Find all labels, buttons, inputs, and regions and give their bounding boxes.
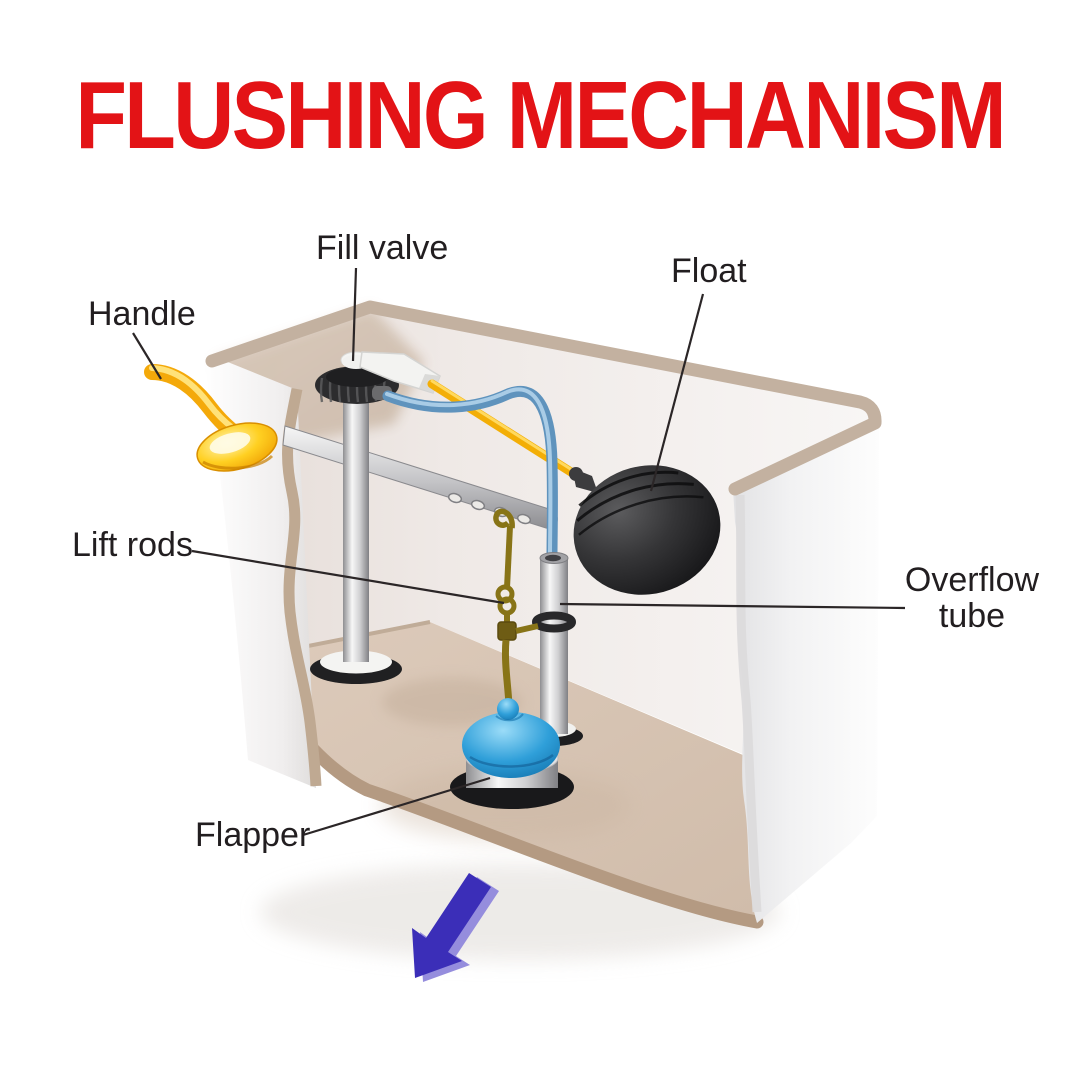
lift-rods-part: [493, 508, 539, 706]
float-ball: [573, 465, 721, 595]
page-title-text: FLUSHING MECHANISM: [75, 62, 1007, 169]
leader-handle: [132, 332, 162, 380]
flush-handle: [144, 364, 278, 472]
flapper-part: [450, 698, 574, 809]
leader-fill-valve: [351, 267, 358, 362]
page-title: FLUSHING MECHANISM: [0, 68, 1080, 164]
label-fill-valve: Fill valve: [316, 229, 449, 267]
label-float: Float: [671, 252, 747, 290]
label-handle: Handle: [88, 295, 196, 333]
label-flapper: Flapper: [195, 816, 311, 854]
label-overflow-tube: Overflow tube: [904, 561, 1040, 635]
refill-tube: [382, 386, 558, 562]
fill-valve: [310, 351, 441, 684]
leader-overflow-tube: [559, 602, 906, 610]
leader-lift-rods: [191, 549, 505, 605]
tank-right-wall: [733, 420, 879, 923]
label-lift-rods: Lift rods: [72, 526, 193, 564]
leader-float: [649, 293, 705, 492]
flush-direction-arrow: [412, 873, 499, 982]
leader-lines: [132, 267, 906, 837]
tank-left-wall-cut-edge: [282, 387, 322, 787]
tank-rim: [205, 300, 882, 496]
leader-flapper: [302, 776, 491, 837]
overflow-tube-clamp: [532, 611, 576, 633]
tank-right-wall-inner-shadow: [735, 494, 762, 913]
floor-shadow: [382, 678, 522, 726]
